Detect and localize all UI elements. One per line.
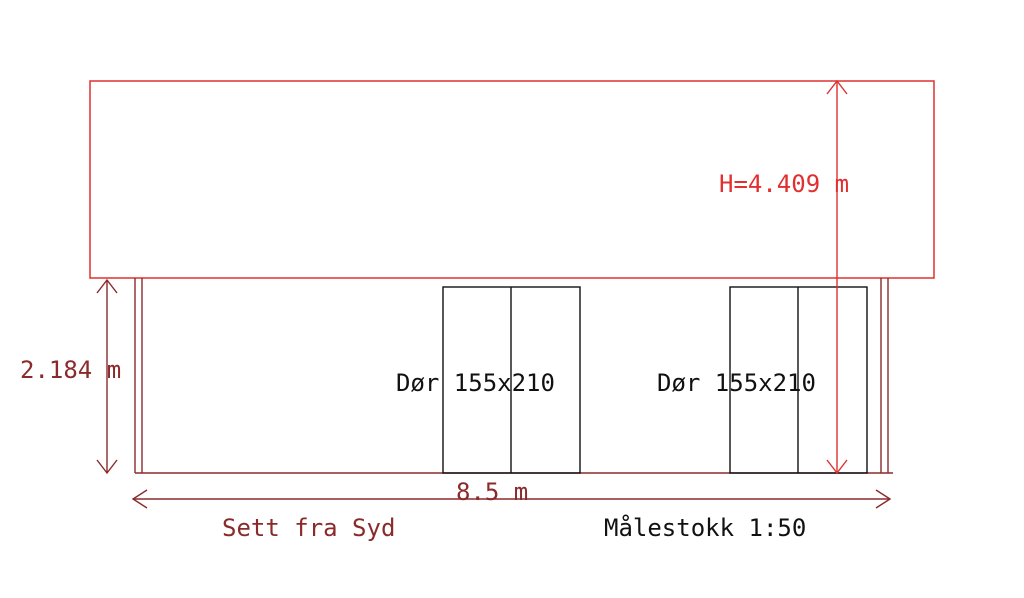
wall-height-dimension	[96, 278, 118, 475]
door-1	[442, 286, 581, 474]
total-height-label: H=4.409 m	[719, 170, 849, 198]
wall-height-label: 2.184 m	[20, 356, 121, 384]
door-1-label: Dør 155x210	[396, 369, 555, 397]
door-2-label: Dør 155x210	[657, 369, 816, 397]
door-2	[729, 286, 868, 474]
roof-block	[89, 80, 935, 279]
view-title: Sett fra Syd	[222, 514, 395, 542]
width-label: 8.5 m	[456, 478, 528, 506]
scale-label: Målestokk 1:50	[604, 513, 806, 542]
total-height-dimension	[826, 79, 848, 475]
width-dimension	[131, 489, 892, 509]
